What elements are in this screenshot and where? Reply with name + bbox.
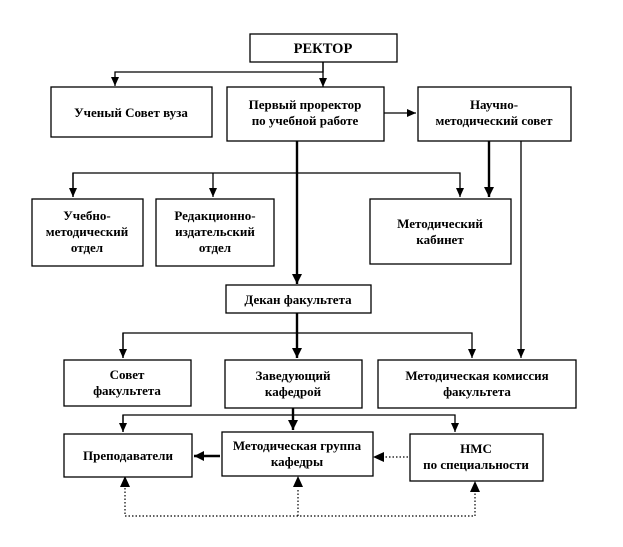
node-faculty-council: Совет факультета bbox=[63, 359, 192, 407]
node-educational-dept-line3: отдел bbox=[71, 240, 103, 255]
node-educational-dept-line1: Учебно- bbox=[63, 208, 110, 223]
arrow-up-teachers bbox=[120, 476, 130, 487]
connector-rector-academic-council bbox=[111, 62, 324, 86]
node-faculty-council-line1: Совет bbox=[110, 367, 145, 382]
node-faculty-commission-line2: факультета bbox=[443, 384, 511, 399]
node-head-of-dept-line2: кафедрой bbox=[265, 384, 322, 399]
node-publishing-dept-line1: Редакционно- bbox=[174, 208, 255, 223]
node-academic-council: Ученый Совет вуза bbox=[50, 86, 213, 138]
node-publishing-dept-line2: издательский bbox=[175, 224, 255, 239]
node-rector-label: РЕКТОР bbox=[294, 41, 353, 57]
connectors bbox=[69, 62, 525, 517]
node-specialty-council: НМС по специальности bbox=[409, 433, 544, 482]
node-head-of-dept: Заведующий кафедрой bbox=[224, 359, 363, 409]
node-faculty-council-line2: факультета bbox=[93, 383, 161, 398]
node-dept-method-group: Методическая группа кафедры bbox=[221, 431, 374, 477]
node-methodical-council-line1: Научно- bbox=[470, 97, 518, 112]
node-methodical-council-line2: методический совет bbox=[436, 113, 554, 128]
node-academic-council-label: Ученый Совет вуза bbox=[74, 105, 188, 120]
arrow-into-method-group bbox=[373, 452, 384, 462]
node-first-vice-rector-line2: по учебной работе bbox=[252, 113, 359, 128]
node-educational-dept: Учебно- методический отдел bbox=[31, 198, 144, 267]
node-specialty-council-line1: НМС bbox=[460, 441, 492, 456]
node-faculty-commission-line1: Методическая комиссия bbox=[405, 368, 548, 383]
node-teachers-label: Преподаватели bbox=[83, 448, 173, 463]
node-rector: РЕКТОР bbox=[249, 33, 398, 63]
node-head-of-dept-line1: Заведующий bbox=[256, 368, 331, 383]
connector-row5-row6 bbox=[122, 414, 459, 432]
node-faculty-commission: Методическая комиссия факультета bbox=[377, 359, 577, 409]
node-dean: Декан факультета bbox=[225, 284, 372, 314]
node-methodical-office-line1: Методический bbox=[397, 216, 483, 231]
arrow-up-specialty-council bbox=[470, 481, 480, 492]
node-methodical-council: Научно- методический совет bbox=[417, 86, 572, 142]
node-publishing-dept-line3: отдел bbox=[199, 240, 231, 255]
node-dean-label: Декан факультета bbox=[244, 292, 352, 307]
node-first-vice-rector-line1: Первый проректор bbox=[249, 97, 362, 112]
node-first-vice-rector: Первый проректор по учебной работе bbox=[226, 86, 385, 142]
node-dept-method-group-line1: Методическая группа bbox=[233, 438, 362, 453]
connector-vice-rector-departments bbox=[72, 172, 464, 197]
node-publishing-dept: Редакционно- издательский отдел bbox=[155, 198, 275, 267]
arrow-up-method-group bbox=[293, 476, 303, 487]
node-educational-dept-line2: методический bbox=[46, 224, 129, 239]
node-dept-method-group-line2: кафедры bbox=[271, 454, 323, 469]
node-methodical-office: Методический кабинет bbox=[369, 198, 512, 265]
node-teachers: Преподаватели bbox=[63, 433, 193, 478]
connector-feedback-loop bbox=[124, 488, 476, 517]
node-specialty-council-line2: по специальности bbox=[423, 457, 529, 472]
node-methodical-office-line2: кабинет bbox=[416, 232, 464, 247]
